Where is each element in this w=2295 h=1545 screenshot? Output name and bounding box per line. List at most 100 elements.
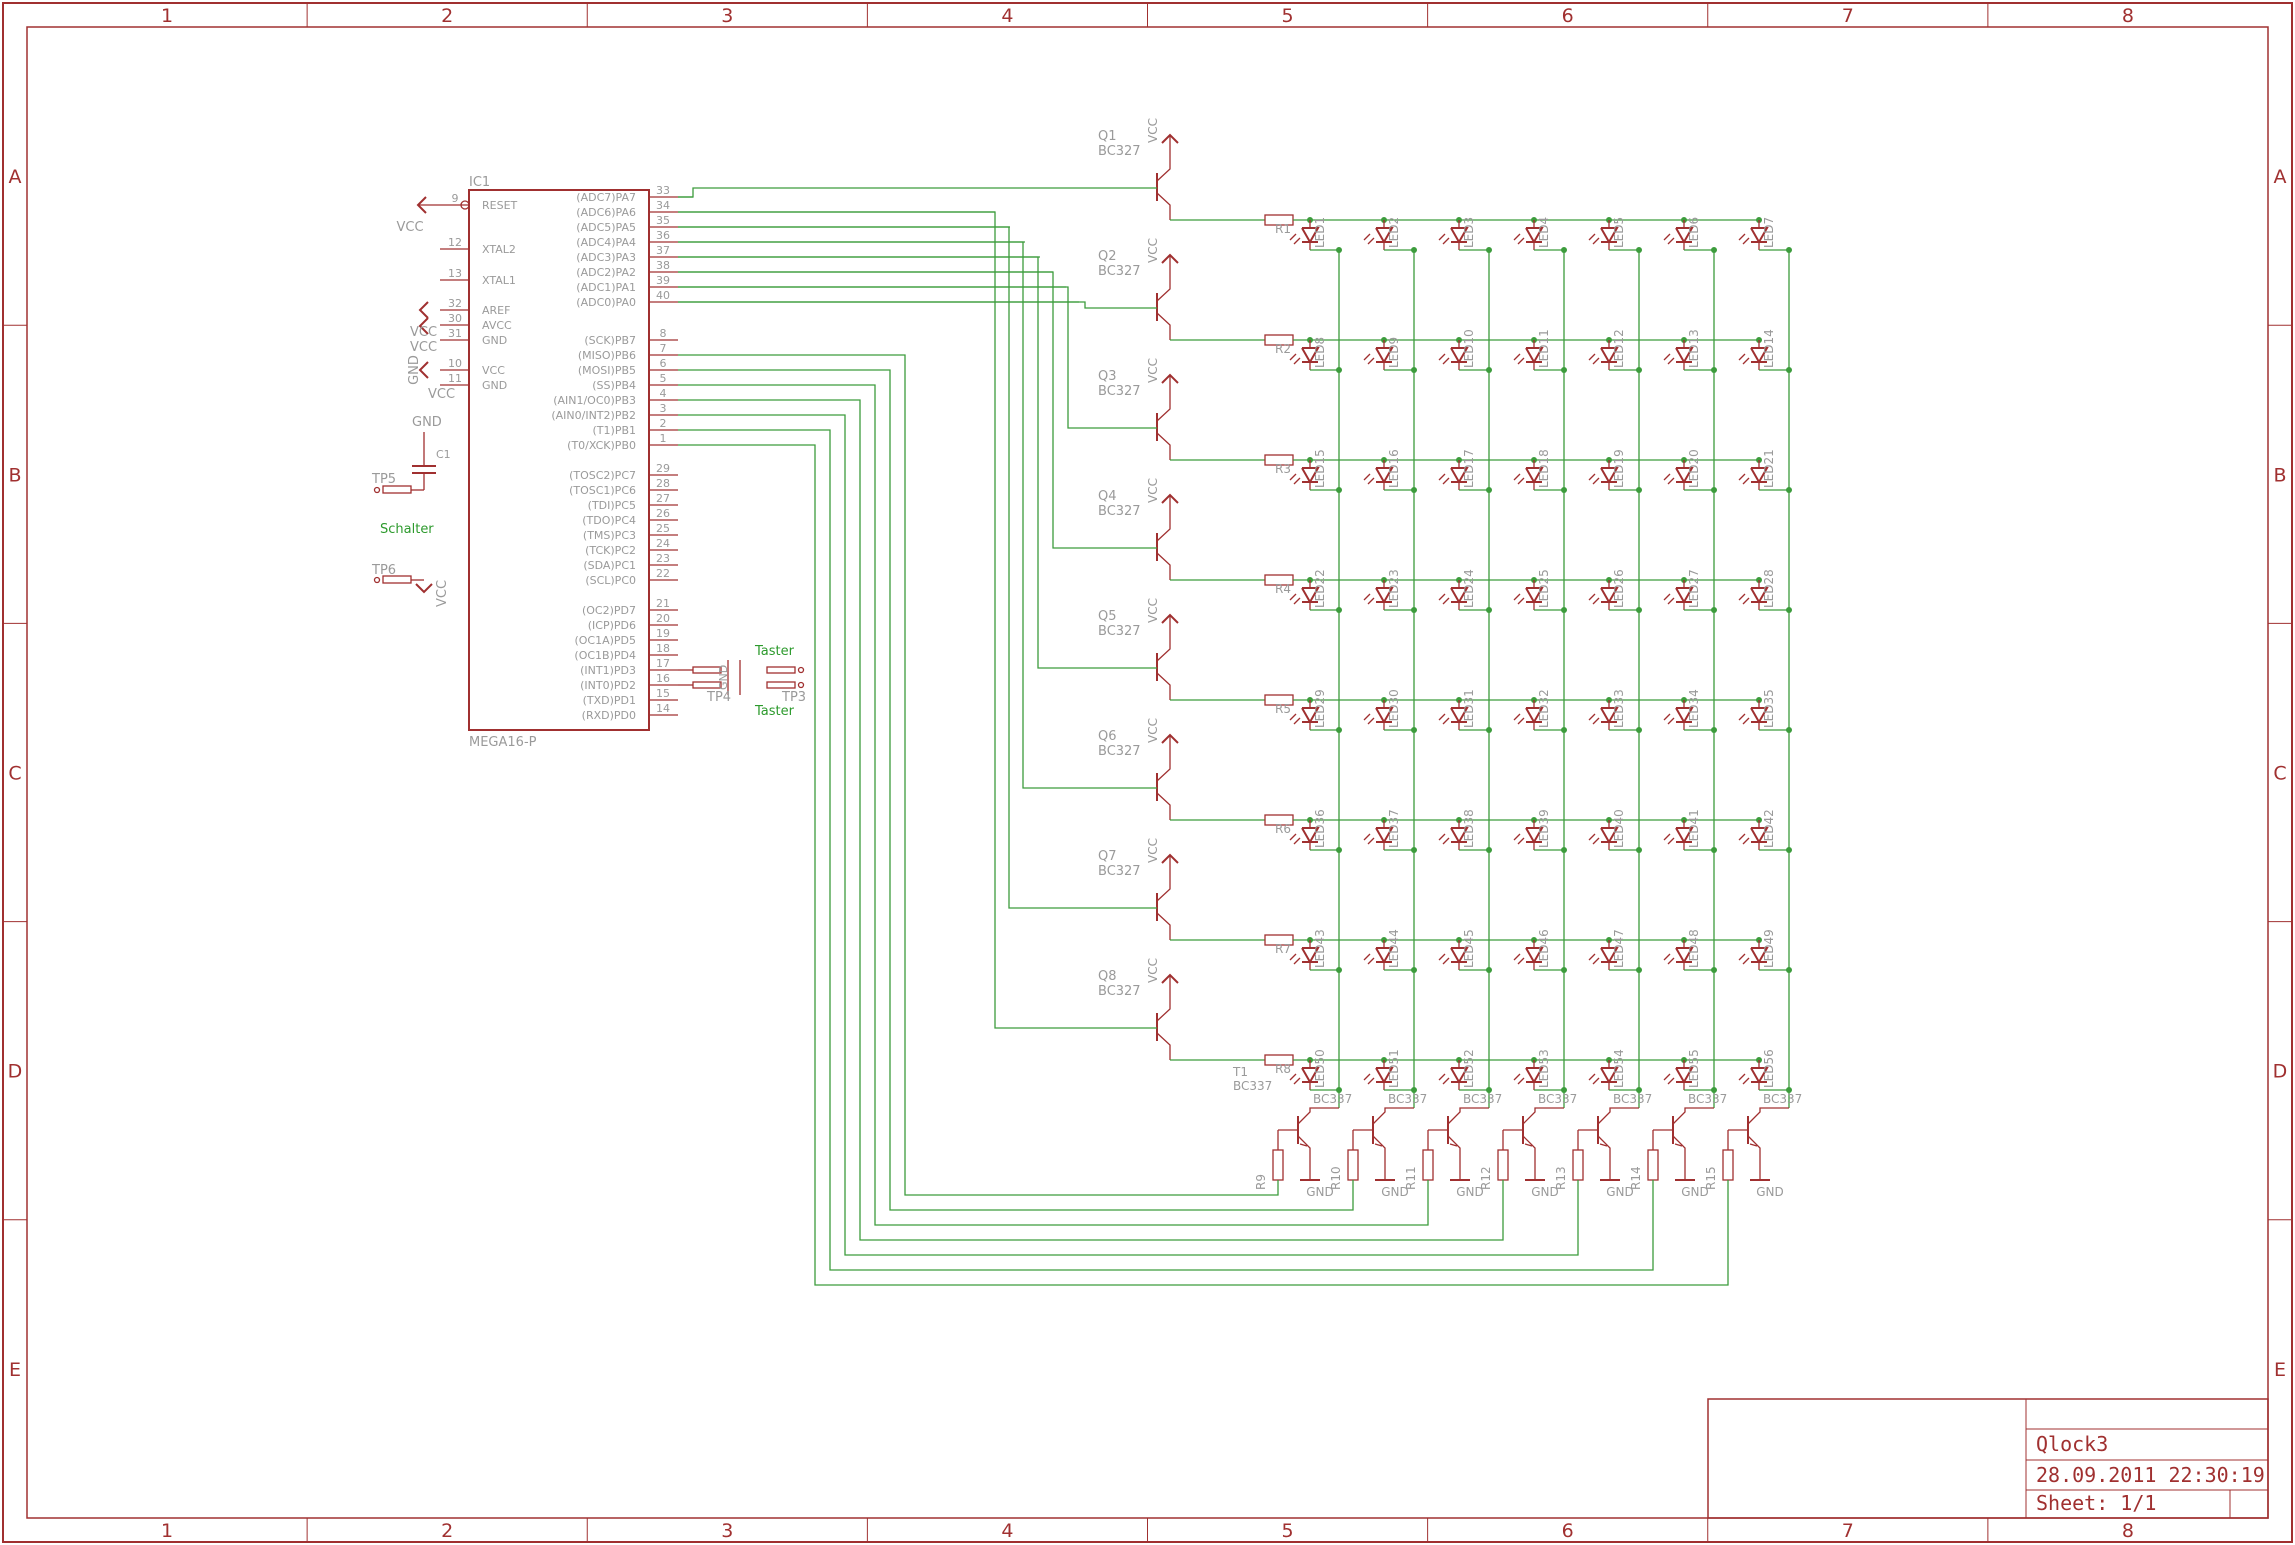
led-emission [1293, 597, 1301, 605]
title-block-sheet: Sheet: 1/1 [2036, 1491, 2156, 1515]
ic1-right-pin-number: 17 [656, 657, 670, 670]
led-ref: LED48 [1687, 929, 1701, 968]
led-emission [1289, 713, 1297, 721]
row-label-left: D [8, 1061, 23, 1083]
led-emission [1289, 233, 1297, 241]
led-ref: LED15 [1313, 449, 1327, 488]
column-label-bottom: 7 [1842, 1520, 1854, 1542]
ic1-right-pin-number: 37 [656, 244, 670, 257]
led-emission [1663, 1073, 1671, 1081]
taster-label: Taster [754, 644, 795, 659]
led-emission [1667, 837, 1675, 845]
led-triangle [1750, 227, 1769, 245]
led-ref: LED8 [1313, 337, 1327, 368]
led-emission [1738, 713, 1746, 721]
gnd-label: GND [1306, 1185, 1334, 1199]
led-ref: LED12 [1612, 329, 1626, 368]
column-label-bottom: 2 [441, 1520, 453, 1542]
led-triangle [1525, 827, 1544, 845]
col-resistor [1497, 1149, 1509, 1181]
vcc-label: VCC [410, 325, 437, 340]
led-emission [1663, 833, 1671, 841]
led-emission [1367, 717, 1375, 725]
ic1-right-pin-name: (TXD)PD1 [583, 694, 636, 707]
ic1-left-pin-number: 30 [448, 312, 462, 325]
led-emission [1517, 357, 1525, 365]
led-emission [1363, 353, 1371, 361]
led-ref: LED5 [1612, 217, 1626, 248]
led-triangle [1675, 947, 1694, 965]
column-label-top: 1 [161, 5, 173, 27]
vcc-arrow [416, 196, 427, 214]
led-ref: LED21 [1762, 449, 1776, 488]
led-emission [1513, 833, 1521, 841]
tp5-body [382, 485, 412, 494]
column-label-top: 5 [1282, 5, 1294, 27]
led-emission [1667, 957, 1675, 965]
row-resistor-ref: R5 [1275, 702, 1291, 716]
ic1-right-pin-name: (ADC2)PA2 [576, 266, 636, 279]
led-triangle [1450, 347, 1469, 365]
row-label-right: A [2274, 166, 2287, 188]
led-triangle [1375, 707, 1394, 725]
t1-value: BC337 [1233, 1079, 1272, 1093]
led-triangle [1750, 947, 1769, 965]
q-value: BC327 [1098, 624, 1141, 639]
led-ref: LED36 [1313, 809, 1327, 848]
vcc-label: VCC [1146, 838, 1160, 863]
led-emission [1738, 1073, 1746, 1081]
vcc-label: VCC [1146, 118, 1160, 143]
ic1-right-pin-number: 18 [656, 642, 670, 655]
led-triangle [1525, 587, 1544, 605]
tp3-body [766, 666, 796, 674]
ic1-right-pin-name: (OC1A)PD5 [574, 634, 636, 647]
col-resistor [1272, 1149, 1284, 1181]
led-emission [1738, 353, 1746, 361]
led-triangle [1450, 947, 1469, 965]
led-ref: LED16 [1387, 449, 1401, 488]
led-ref: LED13 [1687, 329, 1701, 368]
led-emission [1438, 593, 1446, 601]
col-q-emitter [1372, 1135, 1386, 1180]
ic1-right-pin-number: 3 [660, 402, 667, 415]
led-triangle [1675, 587, 1694, 605]
pa-wire [678, 271, 1157, 549]
vcc-arrow [415, 583, 433, 594]
led-ref: LED18 [1537, 449, 1551, 488]
led-emission [1592, 237, 1600, 245]
ic1-right-pin-name: (ADC7)PA7 [576, 191, 636, 204]
led-emission [1588, 953, 1596, 961]
led-ref: LED56 [1762, 1049, 1776, 1088]
pa7-wire [678, 187, 1157, 198]
ic1-right-pin-name: (ICP)PD6 [588, 619, 636, 632]
led-ref: LED32 [1537, 689, 1551, 728]
column-label-top: 8 [2122, 5, 2134, 27]
led-ref: LED27 [1687, 569, 1701, 608]
ic1-right-pin-number: 28 [656, 477, 670, 490]
led-emission [1363, 593, 1371, 601]
led-ref: LED50 [1313, 1049, 1327, 1088]
ic1-right-pin-name: (INT0)PD2 [580, 679, 636, 692]
led-emission [1293, 237, 1301, 245]
row-label-left: C [8, 763, 21, 785]
title-block-date: 28.09.2011 22:30:19 [2036, 1463, 2265, 1487]
ic1-right-pin-number: 23 [656, 552, 670, 565]
row-label-left: A [9, 166, 22, 188]
led-triangle [1375, 827, 1394, 845]
ic1-value: MEGA16-P [469, 735, 537, 750]
col-transistor-value: BC337 [1763, 1092, 1802, 1106]
led-ref: LED1 [1313, 217, 1327, 248]
column-label-bottom: 6 [1562, 1520, 1574, 1542]
led-triangle [1675, 707, 1694, 725]
led-emission [1438, 233, 1446, 241]
row-label-right: B [2273, 464, 2286, 486]
led-emission [1592, 957, 1600, 965]
led-ref: LED39 [1537, 809, 1551, 848]
taster-label: Taster [754, 704, 795, 719]
led-emission [1667, 477, 1675, 485]
led-emission [1289, 353, 1297, 361]
gnd-label: GND [1606, 1185, 1634, 1199]
ic1-right-pin-number: 22 [656, 567, 670, 580]
